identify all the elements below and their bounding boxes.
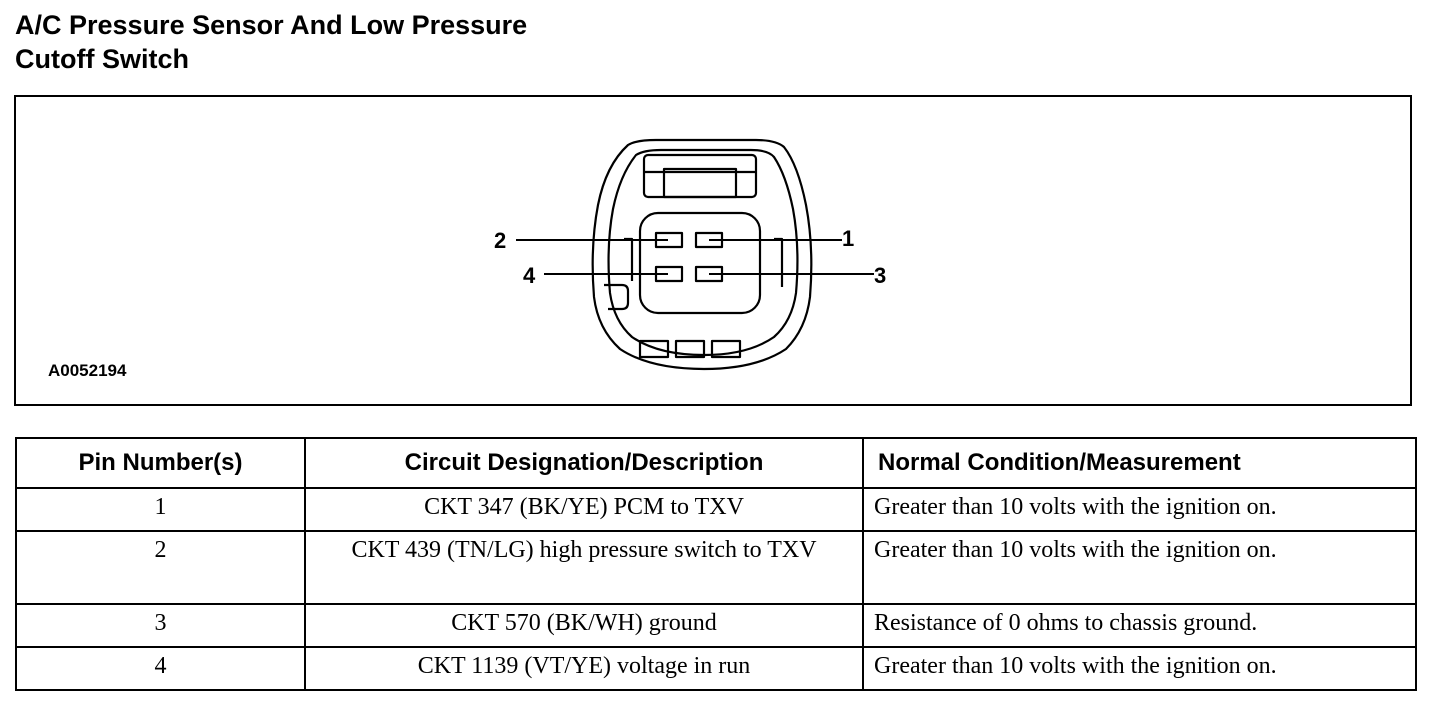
locking-tab-outer [642, 153, 758, 199]
bottom-slot-1 [638, 339, 670, 359]
pin-label-4: 4 [523, 263, 536, 288]
header-pin-number: Pin Number(s) [15, 437, 306, 489]
title-line-2: Cutoff Switch [15, 44, 189, 74]
pin-cell: 1 [15, 487, 306, 532]
table-header-row: Pin Number(s) Circuit Designation/Descri… [15, 437, 1417, 489]
page-title: A/C Pressure Sensor And Low Pressure Cut… [15, 8, 527, 76]
pin-label-2: 2 [494, 228, 506, 253]
table-row: 4 CKT 1139 (VT/YE) voltage in run Greate… [15, 646, 1417, 691]
bottom-slot-3 [710, 339, 742, 359]
pin-label-3: 3 [874, 263, 886, 288]
header-condition: Normal Condition/Measurement [862, 437, 1417, 489]
circuit-cell: CKT 347 (BK/YE) PCM to TXV [304, 487, 864, 532]
connector-diagram: 2 1 4 3 [494, 138, 886, 371]
connector-figure: 2 1 4 3 A0052194 [14, 95, 1412, 406]
bottom-slot-2 [674, 339, 706, 359]
polarization-key [604, 283, 630, 311]
connector-housing-inner [607, 148, 799, 357]
table-row: 3 CKT 570 (BK/WH) ground Resistance of 0… [15, 603, 1417, 648]
pin-label-1: 1 [842, 226, 854, 251]
locking-tab-inner [662, 167, 738, 199]
condition-cell: Resistance of 0 ohms to chassis ground. [862, 603, 1417, 648]
pin-cell: 3 [15, 603, 306, 648]
condition-cell: Greater than 10 volts with the ignition … [862, 530, 1417, 605]
pin-cell: 2 [15, 530, 306, 605]
circuit-cell: CKT 439 (TN/LG) high pressure switch to … [304, 530, 864, 605]
table-row: 1 CKT 347 (BK/YE) PCM to TXV Greater tha… [15, 487, 1417, 532]
connector-housing-outer [591, 138, 813, 371]
pin-cavity [638, 211, 762, 315]
circuit-cell: CKT 1139 (VT/YE) voltage in run [304, 646, 864, 691]
table-row: 2 CKT 439 (TN/LG) high pressure switch t… [15, 530, 1417, 605]
pin-cell: 4 [15, 646, 306, 691]
condition-cell: Greater than 10 volts with the ignition … [862, 487, 1417, 532]
title-line-1: A/C Pressure Sensor And Low Pressure [15, 10, 528, 40]
pin-table: Pin Number(s) Circuit Designation/Descri… [15, 437, 1417, 691]
condition-cell: Greater than 10 volts with the ignition … [862, 646, 1417, 691]
figure-id: A0052194 [48, 361, 127, 380]
header-circuit: Circuit Designation/Description [304, 437, 864, 489]
circuit-cell: CKT 570 (BK/WH) ground [304, 603, 864, 648]
